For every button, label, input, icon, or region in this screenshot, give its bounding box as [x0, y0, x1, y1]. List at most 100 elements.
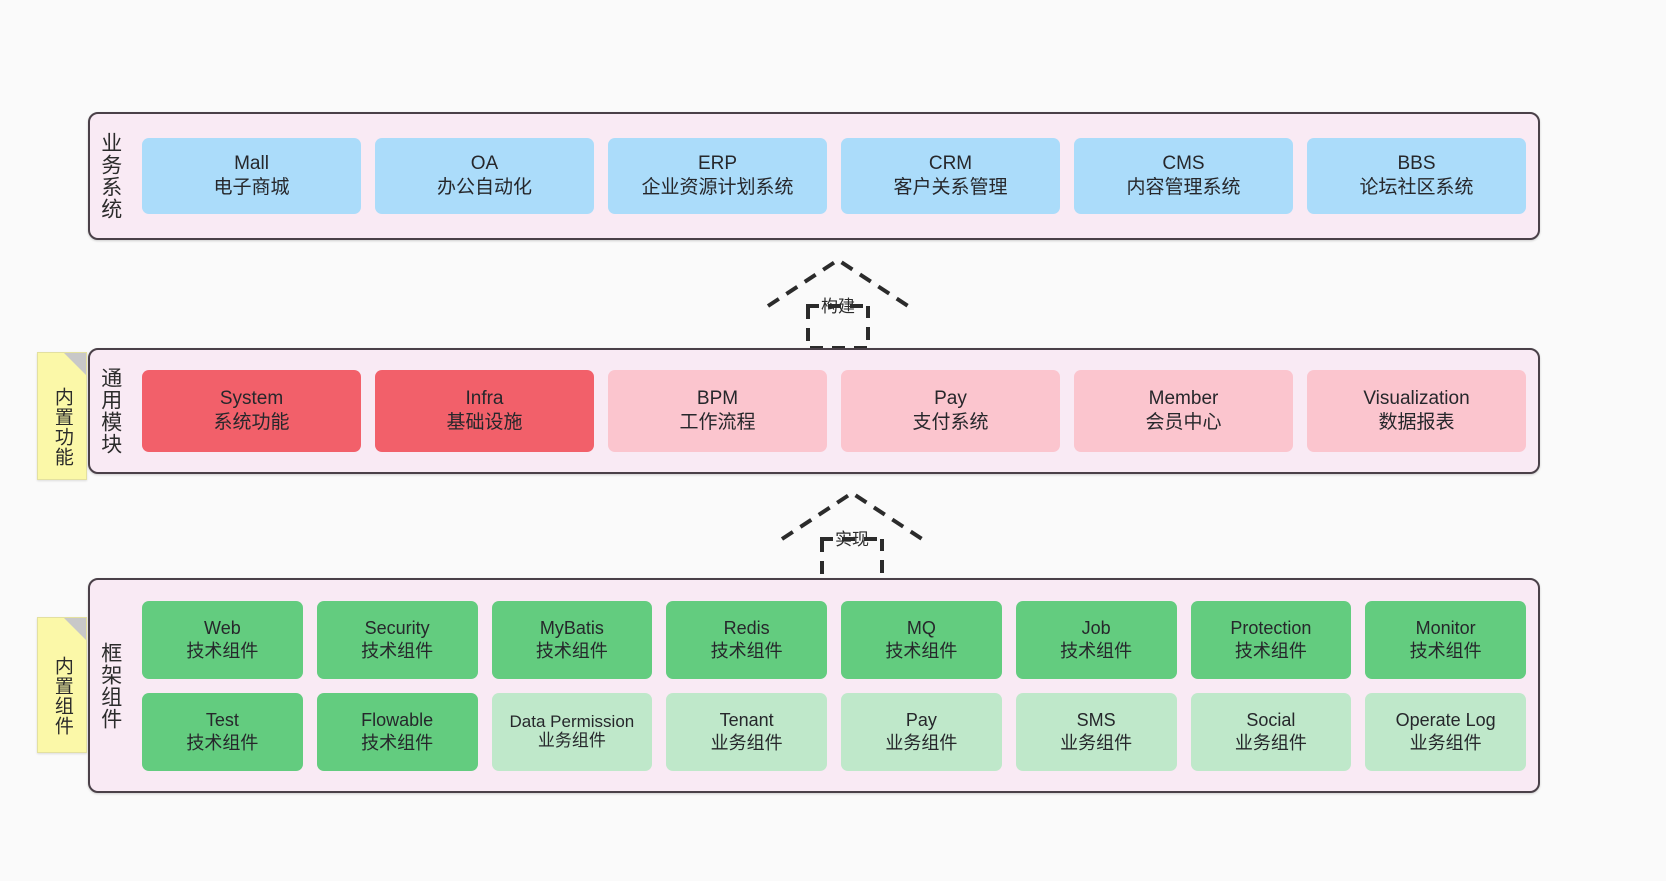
- node-desc: 电子商城: [213, 177, 290, 198]
- node-desc: 技术组件: [361, 640, 434, 661]
- layer-title-business-systems: 业务系统: [98, 132, 122, 220]
- connector-implement-label: 实现: [835, 530, 869, 549]
- node-name: ERP: [697, 153, 738, 175]
- node-desc: 技术组件: [1409, 640, 1482, 661]
- node-name: Member: [1148, 388, 1219, 410]
- node-data-permission[interactable]: Data Permission 业务组件: [491, 692, 653, 771]
- node-desc: 办公自动化: [436, 177, 532, 198]
- node-name: System: [219, 388, 284, 410]
- node-visualization[interactable]: Visualization 数据报表: [1307, 370, 1526, 452]
- sticky-note-label: 内置功能: [51, 387, 73, 467]
- node-name: SMS: [1076, 709, 1116, 730]
- node-name: Test: [205, 709, 239, 730]
- node-mq[interactable]: MQ 技术组件: [841, 600, 1002, 679]
- node-desc: 基础设施: [446, 412, 523, 433]
- node-pay[interactable]: Pay 支付系统: [841, 370, 1060, 452]
- node-name: Infra: [465, 388, 504, 410]
- node-desc: 业务组件: [710, 732, 783, 753]
- node-sms[interactable]: SMS 业务组件: [1015, 692, 1177, 771]
- node-erp[interactable]: ERP 企业资源计划系统: [608, 138, 827, 214]
- layer-body-business-systems: Mall 电子商城 OA 办公自动化 ERP 企业资源计划系统 CRM 客户关系…: [130, 114, 1538, 238]
- connector-build: 构建: [758, 256, 918, 352]
- node-name: Protection: [1230, 617, 1312, 638]
- node-bbs[interactable]: BBS 论坛社区系统: [1307, 138, 1526, 214]
- node-pay-business[interactable]: Pay 业务组件: [841, 692, 1002, 771]
- connector-implement: 实现: [772, 489, 932, 585]
- node-desc: 会员中心: [1145, 412, 1222, 433]
- node-name: Security: [364, 617, 430, 638]
- node-name: Job: [1081, 617, 1111, 638]
- node-name: Visualization: [1363, 388, 1470, 410]
- node-name: MyBatis: [539, 617, 604, 638]
- node-name: Web: [204, 617, 241, 638]
- node-desc: 技术组件: [1060, 640, 1133, 661]
- node-desc: 工作流程: [679, 412, 756, 433]
- node-name: BPM: [696, 388, 739, 410]
- node-desc: 技术组件: [710, 640, 783, 661]
- node-desc: 论坛社区系统: [1359, 177, 1474, 198]
- node-name: Pay: [934, 388, 967, 410]
- node-desc: 数据报表: [1378, 412, 1455, 433]
- node-desc: 业务组件: [885, 732, 958, 753]
- cell-row: System 系统功能 Infra 基础设施 BPM 工作流程 Pay 支付系统…: [142, 370, 1526, 452]
- node-desc: 技术组件: [186, 640, 259, 661]
- node-desc: 企业资源计划系统: [641, 177, 794, 198]
- node-desc: 技术组件: [535, 640, 608, 661]
- node-operate-log[interactable]: Operate Log 业务组件: [1365, 692, 1526, 771]
- node-redis[interactable]: Redis 技术组件: [666, 600, 827, 679]
- layer-body-common-modules: System 系统功能 Infra 基础设施 BPM 工作流程 Pay 支付系统…: [130, 350, 1538, 472]
- layer-title-framework-components: 框架组件: [98, 641, 122, 730]
- node-name: Social: [1246, 709, 1296, 730]
- node-desc: 业务组件: [1060, 732, 1133, 753]
- node-name: Operate Log: [1395, 709, 1496, 730]
- node-member[interactable]: Member 会员中心: [1074, 370, 1293, 452]
- node-monitor[interactable]: Monitor 技术组件: [1365, 600, 1526, 679]
- node-bpm[interactable]: BPM 工作流程: [608, 370, 827, 452]
- node-desc: 技术组件: [1234, 640, 1307, 661]
- node-test[interactable]: Test 技术组件: [142, 692, 303, 771]
- node-desc: 业务组件: [537, 730, 606, 750]
- node-desc: 系统功能: [213, 412, 290, 433]
- node-mybatis[interactable]: MyBatis 技术组件: [491, 600, 653, 679]
- connector-build-label: 构建: [821, 297, 855, 316]
- node-security[interactable]: Security 技术组件: [316, 600, 478, 679]
- node-name: Monitor: [1415, 617, 1476, 638]
- node-tenant[interactable]: Tenant 业务组件: [666, 692, 827, 771]
- layer-title-common-modules: 通用模块: [98, 367, 122, 455]
- sticky-note-builtin-components[interactable]: 内置组件: [37, 617, 87, 753]
- node-protection[interactable]: Protection 技术组件: [1190, 600, 1352, 679]
- node-crm[interactable]: CRM 客户关系管理: [841, 138, 1060, 214]
- node-desc: 技术组件: [186, 732, 259, 753]
- node-name: CRM: [928, 153, 973, 175]
- cell-row: Web 技术组件 Security 技术组件 MyBatis 技术组件 Redi…: [142, 600, 1526, 679]
- node-cms[interactable]: CMS 内容管理系统: [1074, 138, 1293, 214]
- sticky-note-label: 内置组件: [51, 656, 73, 736]
- node-desc: 客户关系管理: [893, 177, 1008, 198]
- node-desc: 业务组件: [1234, 732, 1307, 753]
- node-mall[interactable]: Mall 电子商城: [142, 138, 361, 214]
- layer-common-modules[interactable]: 通用模块 System 系统功能 Infra 基础设施 BPM 工作流程 Pay…: [88, 348, 1540, 474]
- node-name: Tenant: [719, 709, 774, 730]
- node-name: Flowable: [361, 709, 434, 730]
- node-name: BBS: [1397, 153, 1436, 175]
- node-name: Data Permission: [509, 711, 635, 731]
- layer-business-systems[interactable]: 业务系统 Mall 电子商城 OA 办公自动化 ERP 企业资源计划系统 CRM…: [88, 112, 1540, 240]
- cell-row: Test 技术组件 Flowable 技术组件 Data Permission …: [142, 692, 1526, 771]
- node-oa[interactable]: OA 办公自动化: [375, 138, 594, 214]
- node-infra[interactable]: Infra 基础设施: [375, 370, 594, 452]
- node-social[interactable]: Social 业务组件: [1190, 692, 1352, 771]
- node-desc: 内容管理系统: [1126, 177, 1241, 198]
- node-name: Pay: [905, 709, 937, 730]
- layer-framework-components[interactable]: 框架组件 Web 技术组件 Security 技术组件 MyBatis 技术组件…: [88, 578, 1540, 793]
- node-desc: 业务组件: [1409, 732, 1482, 753]
- node-web[interactable]: Web 技术组件: [142, 600, 303, 679]
- node-desc: 技术组件: [885, 640, 958, 661]
- node-desc: 支付系统: [912, 412, 989, 433]
- sticky-note-builtin-functions[interactable]: 内置功能: [37, 352, 87, 480]
- node-name: CMS: [1162, 153, 1205, 175]
- node-flowable[interactable]: Flowable 技术组件: [316, 692, 478, 771]
- node-system[interactable]: System 系统功能: [142, 370, 361, 452]
- node-job[interactable]: Job 技术组件: [1015, 600, 1177, 679]
- node-name: MQ: [906, 617, 936, 638]
